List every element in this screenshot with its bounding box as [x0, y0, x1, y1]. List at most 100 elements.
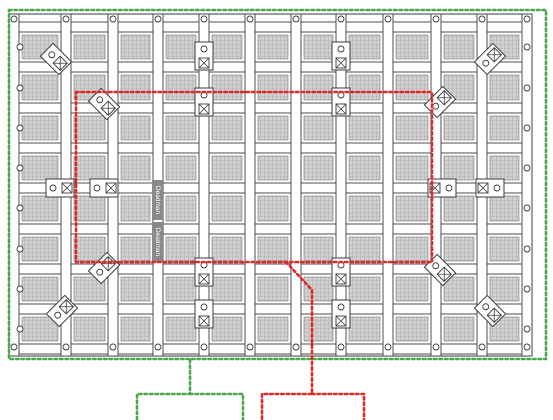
bolt-hole-icon — [154, 343, 162, 351]
mesh-panel — [348, 195, 381, 222]
bolt-hole-icon — [478, 343, 486, 351]
side-label-text: Deadman — [154, 186, 161, 215]
cross-bracket-icon — [89, 178, 119, 198]
mesh-panel — [211, 316, 243, 342]
bolt-hole-icon — [246, 343, 254, 351]
side-label: Deadman — [152, 222, 163, 262]
mesh-panel — [303, 74, 334, 101]
mesh-panel — [303, 115, 334, 141]
mesh-panel — [443, 115, 475, 141]
mesh-panel — [211, 195, 243, 222]
mesh-panel — [120, 155, 151, 181]
mesh-panel — [21, 115, 59, 141]
bolt-hole-icon — [16, 84, 24, 92]
mesh-panel — [395, 236, 429, 262]
mesh-panel — [489, 276, 520, 302]
bolt-hole-icon — [16, 124, 24, 132]
cross-bracket-icon — [194, 41, 214, 71]
bolt-hole-icon — [523, 204, 531, 212]
bolt-hole-icon — [523, 325, 531, 333]
side-label-text: Deadman — [154, 228, 161, 257]
inner-boundary — [74, 90, 434, 264]
mesh-panel — [489, 195, 520, 222]
horizontal-beam — [11, 303, 533, 315]
corner-bracket-icon — [39, 42, 73, 76]
mesh-panel — [73, 316, 106, 342]
bolt-hole-icon — [154, 15, 162, 23]
mesh-panel — [165, 276, 197, 302]
mesh-panel — [348, 34, 381, 60]
bolt-hole-icon — [523, 285, 531, 293]
corner-bracket-icon — [473, 294, 507, 328]
cross-bracket-icon — [45, 178, 75, 198]
mesh-panel — [348, 316, 381, 342]
mesh-panel — [165, 115, 197, 141]
mesh-panel — [489, 236, 520, 262]
bolt-hole-icon — [337, 15, 345, 23]
horizontal-beam — [11, 223, 533, 235]
cross-bracket-icon — [475, 178, 505, 198]
mesh-panel — [395, 74, 429, 101]
bolt-hole-icon — [384, 15, 392, 23]
bolt-hole-icon — [523, 15, 531, 23]
mesh-panel — [257, 74, 289, 101]
mesh-panel — [211, 236, 243, 262]
vertical-beam — [290, 13, 302, 357]
mesh-panel — [303, 155, 334, 181]
mesh-panel — [211, 74, 243, 101]
mesh-panel — [489, 115, 520, 141]
mesh-panel — [395, 276, 429, 302]
mesh-panel — [257, 195, 289, 222]
mesh-panel — [348, 236, 381, 262]
brackets — [39, 41, 507, 329]
mesh-panel — [73, 115, 106, 141]
horizontal-beam — [11, 142, 533, 154]
bolt-hole-icon — [16, 325, 24, 333]
mesh-panel — [348, 155, 381, 181]
mesh-panel — [348, 115, 381, 141]
bolt-hole-icon — [523, 164, 531, 172]
bolt-hole-icon — [62, 15, 70, 23]
bolt-hole-icon — [384, 343, 392, 351]
mesh-panel — [443, 316, 475, 342]
mesh-panel — [303, 276, 334, 302]
cross-bracket-icon — [194, 299, 214, 329]
mesh-panel — [395, 195, 429, 222]
outer-boundary — [7, 8, 548, 361]
mesh-panel — [73, 155, 106, 181]
bolt-hole-icon — [10, 15, 18, 23]
mesh-panel — [120, 316, 151, 342]
cross-bracket-icon — [194, 87, 214, 117]
cross-bracket-icon — [331, 257, 351, 287]
mesh-panel — [257, 115, 289, 141]
mesh-panel — [443, 195, 475, 222]
mesh-panel — [348, 74, 381, 101]
mesh-panel — [21, 155, 59, 181]
bolt-hole-icon — [200, 343, 208, 351]
vertical-beam — [521, 13, 533, 357]
bolt-hole-icon — [292, 343, 300, 351]
mesh-panel — [395, 34, 429, 60]
horizontal-beam — [11, 61, 533, 73]
mesh-panel — [443, 155, 475, 181]
bolt-hole-icon — [16, 285, 24, 293]
cross-bracket-icon — [331, 41, 351, 71]
outer-connector — [135, 358, 245, 420]
bolt-hole-icon — [62, 343, 70, 351]
bolt-hole-icon — [292, 15, 300, 23]
mesh-panel — [211, 276, 243, 302]
corner-bracket-icon — [473, 42, 507, 76]
bolt-holes — [10, 15, 531, 351]
mesh-panel — [21, 195, 59, 222]
mesh-panel — [211, 34, 243, 60]
mesh-panel — [489, 74, 520, 101]
mesh-panel — [257, 316, 289, 342]
mesh-panel — [395, 155, 429, 181]
bolt-hole-icon — [10, 343, 18, 351]
bolt-hole-icon — [16, 204, 24, 212]
mesh-panel — [443, 236, 475, 262]
mesh-panel — [489, 155, 520, 181]
cross-bracket-icon — [194, 257, 214, 287]
bolt-hole-icon — [523, 124, 531, 132]
mesh-panel — [257, 276, 289, 302]
